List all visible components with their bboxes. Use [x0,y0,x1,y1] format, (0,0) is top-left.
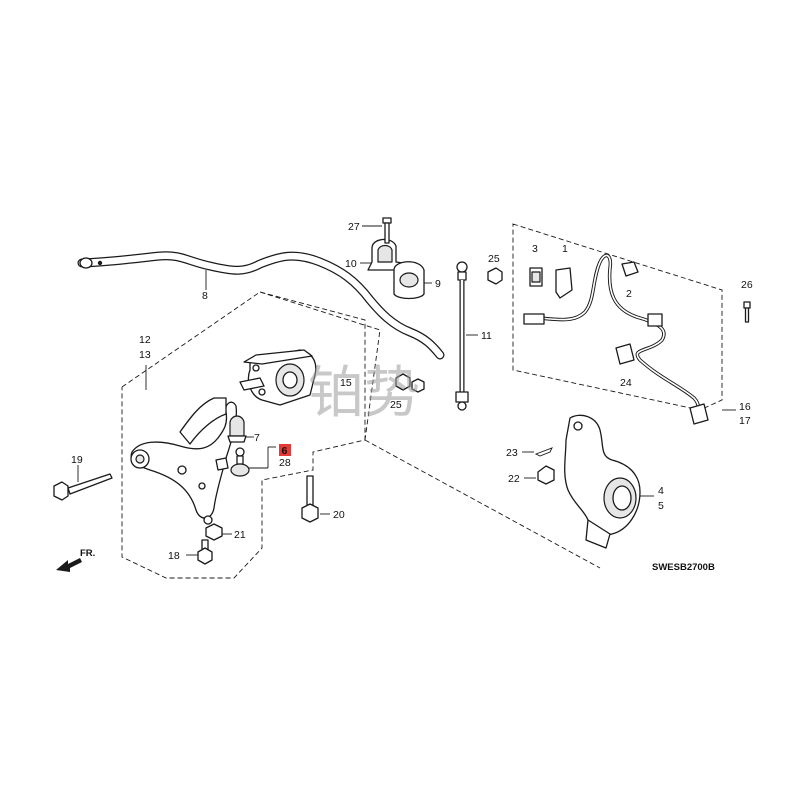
callout-27: 27 [348,221,360,233]
svg-text:8: 8 [202,290,208,302]
svg-text:25: 25 [488,253,500,265]
svg-text:16: 16 [739,401,751,413]
abs-sensor-harness [523,253,709,425]
arm-bolt [53,473,113,501]
callout-26: 26 [741,279,753,291]
ball-joint [215,447,250,477]
svg-text:13: 13 [139,349,151,361]
svg-text:6: 6 [282,445,288,457]
svg-text:19: 19 [71,454,83,466]
front-arrow-icon [56,558,82,572]
link-nut-upper [487,267,503,285]
stabilizer-bar [77,251,445,360]
svg-text:1: 1 [562,243,568,255]
svg-text:18: 18 [168,550,180,562]
svg-text:10: 10 [345,258,357,270]
callout-2: 2 [626,288,632,300]
abs-clip-2 [621,261,639,277]
svg-text:15: 15 [340,377,352,389]
arm-nut [205,523,223,541]
svg-text:20: 20 [333,509,345,521]
svg-text:铂势: 铂势 [308,361,420,426]
group-outline-lower-arm [121,291,366,579]
svg-text:27: 27 [348,221,360,233]
callout-28: 28 [279,457,291,469]
svg-text:7: 7 [254,432,260,444]
ball-joint-boot [227,415,247,443]
compliance-bushing [239,349,317,406]
callout-10: 10 [345,258,357,270]
stabilizer-bracket [367,238,411,271]
stabilizer-bolt [382,217,392,244]
callout-7: 7 [254,432,260,444]
callout-25-lower: 25 [390,399,402,411]
svg-text:23: 23 [506,447,518,459]
callout-20: 20 [333,509,345,521]
callout-15: 15 [340,377,352,389]
diagram-code: SWESB2700B [652,562,715,573]
svg-text:9: 9 [435,278,441,290]
svg-text:3: 3 [532,243,538,255]
svg-text:12: 12 [139,334,151,346]
callout-18: 18 [168,550,180,562]
abs-bolt [743,301,751,323]
svg-text:22: 22 [508,473,520,485]
lower-control-arm [130,397,238,525]
svg-text:5: 5 [658,500,664,512]
stabilizer-bushing [393,261,425,300]
svg-text:25: 25 [390,399,402,411]
callout-9: 9 [435,278,441,290]
svg-text:FR.: FR. [80,548,95,559]
group-outline-abs-sensor [512,223,723,411]
arm-bolt-small [197,539,213,565]
callout-4: 4 [658,485,664,497]
watermark: 铂势 [308,361,420,426]
callout-22: 22 [508,473,520,485]
callout-1: 1 [562,243,568,255]
callout-17: 17 [739,415,751,427]
svg-text:11: 11 [481,330,492,342]
svg-text:2: 2 [626,288,632,300]
svg-text:17: 17 [739,415,751,427]
abs-clip [555,267,573,299]
callout-5: 5 [658,500,664,512]
svg-text:4: 4 [658,485,664,497]
abs-connector [529,267,543,287]
callout-25-upper: 25 [488,253,500,265]
steering-knuckle [564,414,641,549]
group-outline-bushing [259,291,601,569]
callout-12: 12 [139,334,151,346]
callout-16: 16 [739,401,751,413]
callout-19: 19 [71,454,83,466]
callout-21: 21 [234,529,246,541]
svg-text:21: 21 [234,529,246,541]
cotter-pin [534,447,553,457]
callout-11: 11 [481,330,492,342]
callout-13: 13 [139,349,151,361]
castle-nut [537,465,555,485]
callout-23: 23 [506,447,518,459]
callout-6-highlight: 6 [279,444,291,457]
svg-text:28: 28 [279,457,291,469]
stabilizer-link [455,261,469,411]
link-nut-lower [395,373,425,393]
front-indicator: FR. [80,548,95,559]
svg-text:26: 26 [741,279,753,291]
abs-clip-24 [615,343,635,365]
callout-8: 8 [202,290,208,302]
callout-3: 3 [532,243,538,255]
callout-24: 24 [620,377,632,389]
svg-text:24: 24 [620,377,632,389]
svg-text:SWESB2700B: SWESB2700B [652,562,715,573]
long-bolt [301,475,319,523]
